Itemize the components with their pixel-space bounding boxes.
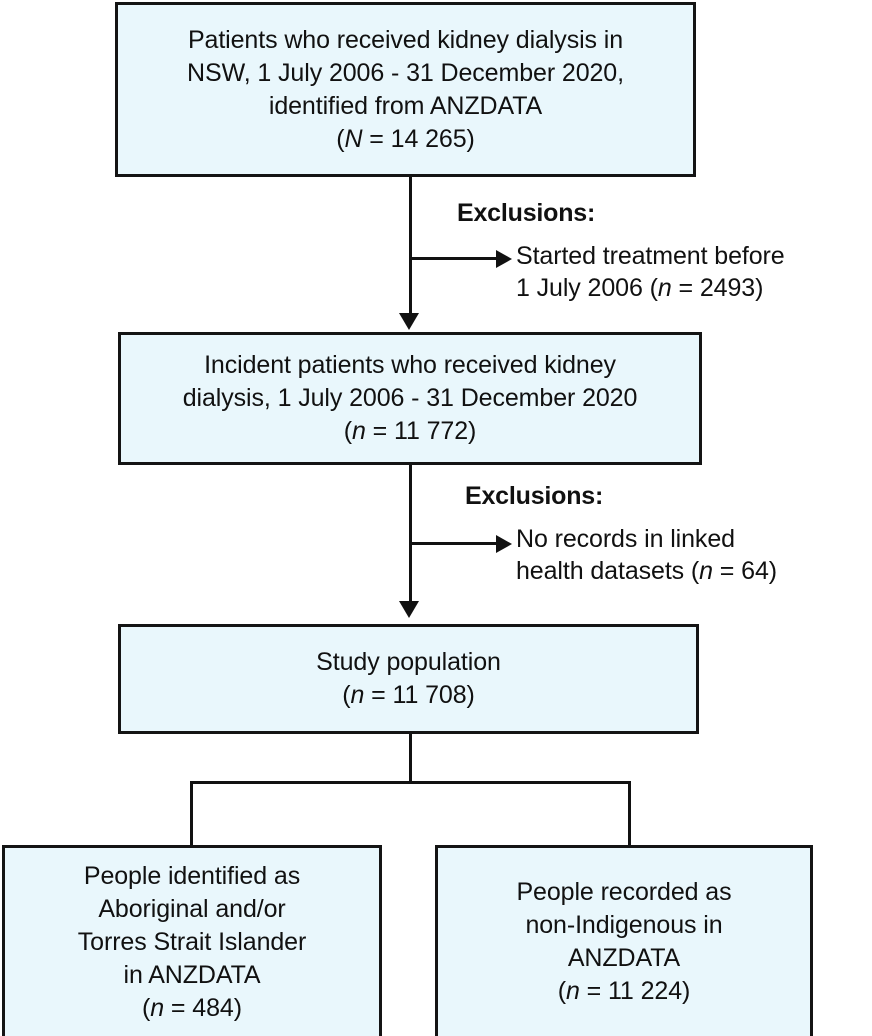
- non-indigenous-group-box: People recorded as non-Indigenous in ANZ…: [435, 845, 813, 1036]
- indigenous-line-1: People identified as: [83, 861, 301, 890]
- incident-cohort-box: Incident patients who received kidney di…: [118, 332, 702, 465]
- study-population-text: Study population (n = 11 708): [306, 646, 511, 712]
- incident-cohort-text: Incident patients who received kidney di…: [173, 349, 648, 448]
- source-cohort-text: Patients who received kidney dialysis in…: [177, 24, 634, 156]
- n-symbol-italic: n: [565, 977, 580, 1005]
- source-cohort-line-2: NSW, 1 July 2006 - 31 December 2020,: [187, 58, 624, 87]
- indigenous-group-box: People identified as Aboriginal and/or T…: [2, 845, 382, 1036]
- incident-cohort-line-1: Incident patients who received kidney: [204, 351, 616, 379]
- connector-split-horizontal: [190, 781, 631, 784]
- non-indigenous-line-3: ANZDATA: [567, 944, 681, 972]
- source-cohort-line-3: identified from ANZDATA: [268, 91, 543, 120]
- exclusion-1-title: Exclusions:: [457, 199, 596, 227]
- indigenous-count: (n = 484): [142, 993, 242, 1022]
- exclusion-1-body: Started treatment before 1 July 2006 (n …: [516, 242, 785, 302]
- connector-incident-to-study: [409, 465, 412, 608]
- connector-source-to-incident: [409, 177, 412, 320]
- n-symbol-italic: N: [344, 124, 363, 153]
- indigenous-line-2: Aboriginal and/or: [98, 894, 286, 923]
- non-indigenous-count: (n = 11 224): [557, 977, 691, 1005]
- connector-exclusion-2: [409, 542, 499, 545]
- study-population-line-1: Study population: [316, 648, 501, 676]
- n-symbol-italic: n: [350, 681, 365, 709]
- arrowhead-down-to-study-icon: [399, 601, 419, 618]
- exclusion-block-2: Exclusions: No records in linked health …: [465, 481, 865, 587]
- study-population-count: (n = 11 708): [342, 681, 475, 709]
- exclusion-2-body: No records in linked health datasets (n …: [516, 525, 777, 585]
- exclusion-block-1: Exclusions: Started treatment before 1 J…: [457, 198, 867, 304]
- incident-cohort-line-2: dialysis, 1 July 2006 - 31 December 2020: [182, 384, 638, 412]
- connector-split-to-indigenous: [190, 781, 193, 847]
- indigenous-line-3: Torres Strait Islander: [77, 927, 307, 956]
- arrowhead-right-exclusion-2-icon: [496, 535, 512, 553]
- source-cohort-box: Patients who received kidney dialysis in…: [115, 2, 696, 177]
- study-population-box: Study population (n = 11 708): [118, 624, 699, 734]
- connector-study-to-split: [409, 734, 412, 783]
- connector-split-to-non-indigenous: [628, 781, 631, 847]
- source-cohort-line-1: Patients who received kidney dialysis in: [187, 25, 624, 54]
- non-indigenous-line-1: People recorded as: [516, 878, 732, 906]
- n-symbol-italic: n: [657, 274, 672, 302]
- exclusion-2-title: Exclusions:: [465, 482, 604, 510]
- n-symbol-italic: n: [351, 417, 366, 445]
- exclusion-1-line-1: Started treatment before: [516, 242, 785, 270]
- source-cohort-count: (N = 14 265): [336, 124, 475, 153]
- arrowhead-right-exclusion-1-icon: [496, 250, 512, 268]
- n-symbol-italic: n: [150, 993, 165, 1022]
- arrowhead-down-to-incident-icon: [399, 313, 419, 330]
- exclusion-1-line-2: 1 July 2006 (: [516, 274, 658, 302]
- exclusion-2-line-1: No records in linked: [516, 525, 735, 553]
- exclusion-2-line-2: health datasets (: [516, 557, 700, 585]
- connector-exclusion-1: [409, 257, 499, 260]
- incident-cohort-count: (n = 11 772): [343, 417, 477, 445]
- indigenous-group-text: People identified as Aboriginal and/or T…: [68, 860, 316, 1025]
- n-symbol-italic: n: [699, 557, 713, 585]
- indigenous-line-4: in ANZDATA: [123, 960, 261, 989]
- non-indigenous-line-2: non-Indigenous in: [525, 911, 723, 939]
- non-indigenous-group-text: People recorded as non-Indigenous in ANZ…: [506, 876, 741, 1008]
